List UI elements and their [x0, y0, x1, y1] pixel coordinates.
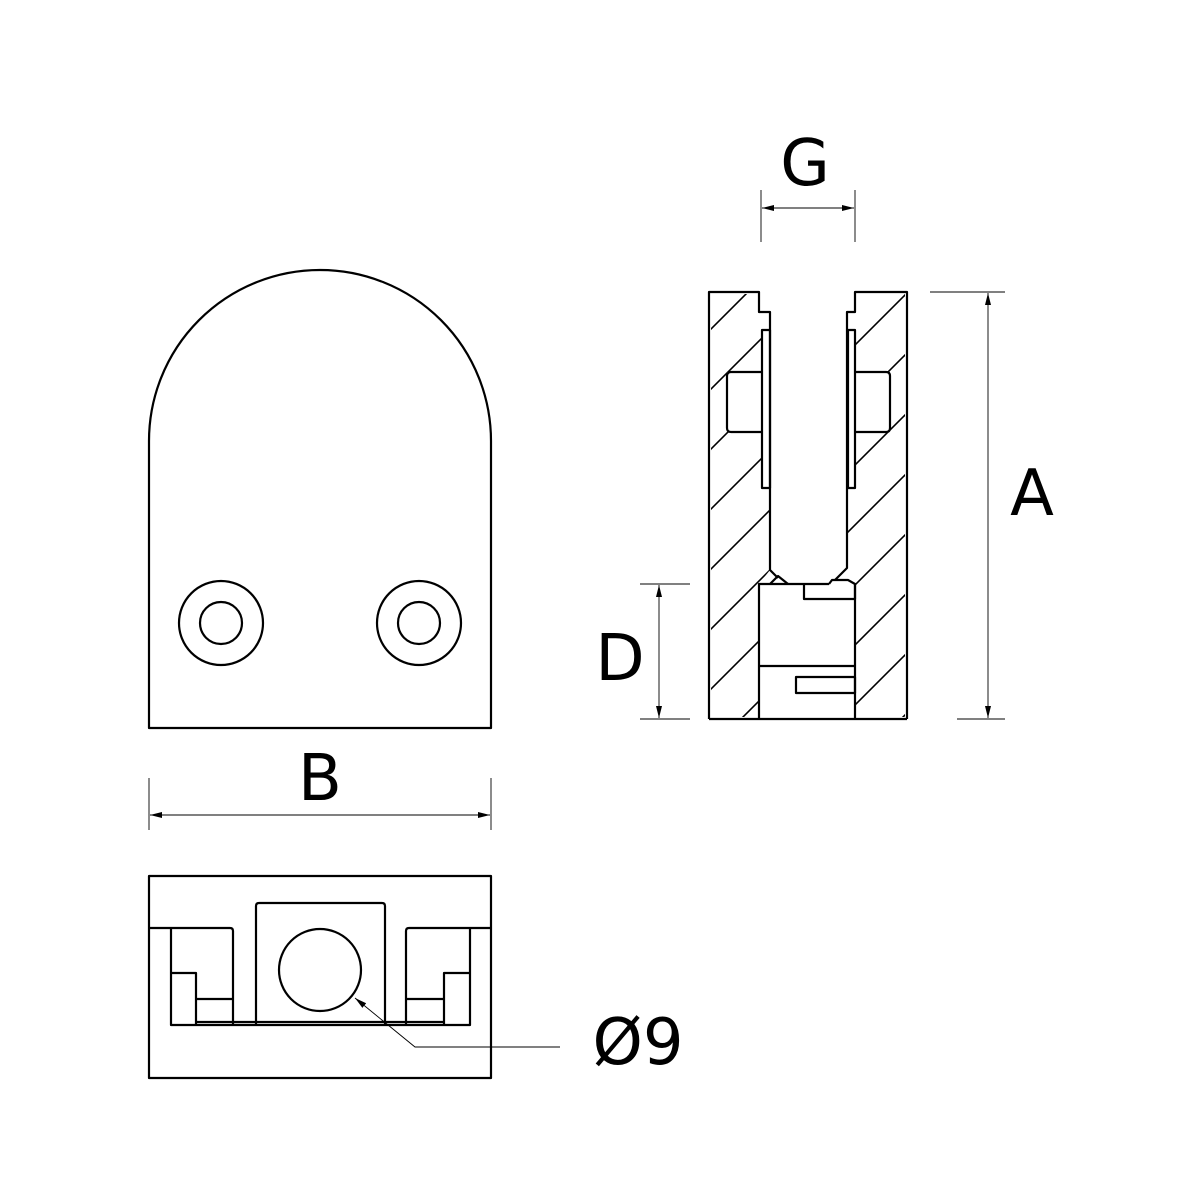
- dimension-d: D: [595, 583, 690, 720]
- dimension-label-a: A: [1010, 457, 1054, 531]
- mounting-hole-left-outer: [177, 579, 265, 667]
- dimension-label-d: D: [595, 622, 644, 696]
- dimension-label-hole-diameter: Ø9: [592, 1006, 683, 1080]
- dimension-b: B: [148, 742, 492, 830]
- dimension-label-g: G: [780, 127, 830, 201]
- dimension-a: A: [930, 291, 1054, 720]
- through-hole: [277, 927, 363, 1013]
- mounting-hole-right-outer: [375, 579, 463, 667]
- dimension-label-b: B: [298, 742, 342, 816]
- mounting-hole-right-inner: [396, 600, 442, 646]
- mounting-hole-left-inner: [198, 600, 244, 646]
- section-view: [707, 290, 909, 721]
- front-view: [147, 268, 493, 730]
- dimension-g: G: [760, 127, 856, 242]
- bottom-view: Ø9: [147, 874, 684, 1080]
